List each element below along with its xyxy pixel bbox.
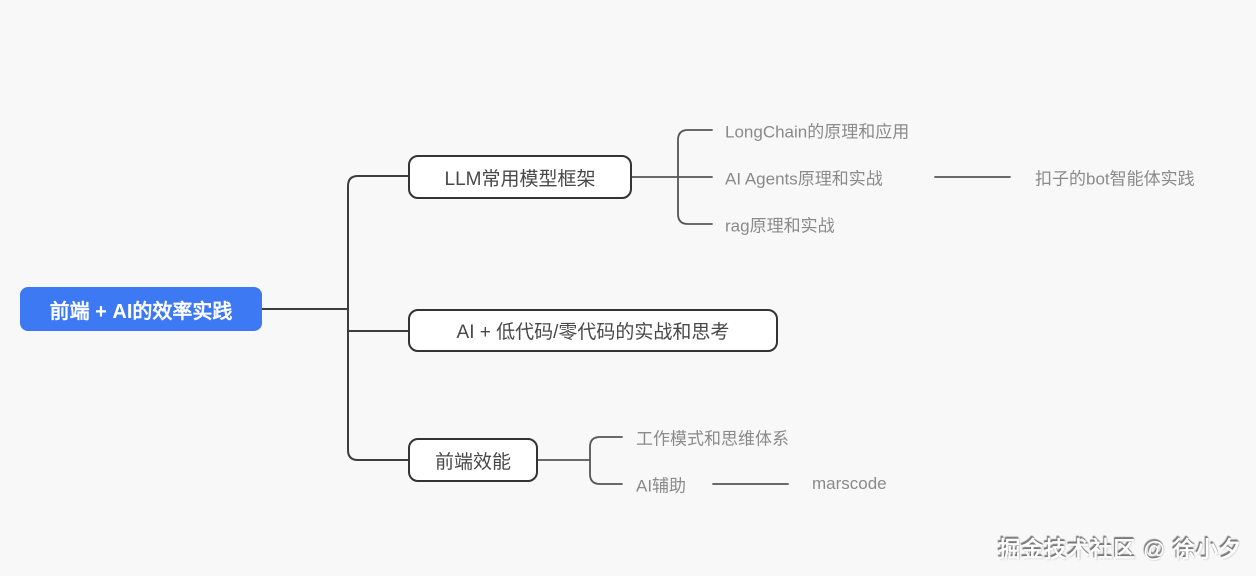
branch-topic-lowcode[interactable]: AI + 低代码/零代码的实战和思考	[408, 309, 778, 352]
connector-subtrunk-branch3-children	[589, 436, 623, 485]
leaf-topic-work-mode[interactable]: 工作模式和思维体系	[636, 429, 789, 449]
watermark-text: 掘金技术社区 @ 徐小夕	[998, 537, 1242, 562]
leaf-topic-ai-agents[interactable]: AI Agents原理和实战	[725, 169, 883, 189]
leaf-topic-coze-bot[interactable]: 扣子的bot智能体实践	[1035, 169, 1195, 189]
branch-topic-frontend-efficiency[interactable]: 前端效能	[408, 438, 538, 482]
branch-topic-llm-frameworks[interactable]: LLM常用模型框架	[408, 155, 632, 199]
root-topic[interactable]: 前端 + AI的效率实践	[20, 287, 262, 331]
leaf-topic-rag[interactable]: rag原理和实战	[725, 216, 835, 236]
connector-trunk-branch1-branch3	[347, 175, 409, 461]
leaf-topic-marscode[interactable]: marscode	[812, 474, 887, 493]
leaf-topic-longchain[interactable]: LongChain的原理和应用	[725, 122, 910, 142]
leaf-topic-ai-assist[interactable]: AI辅助	[636, 476, 687, 496]
